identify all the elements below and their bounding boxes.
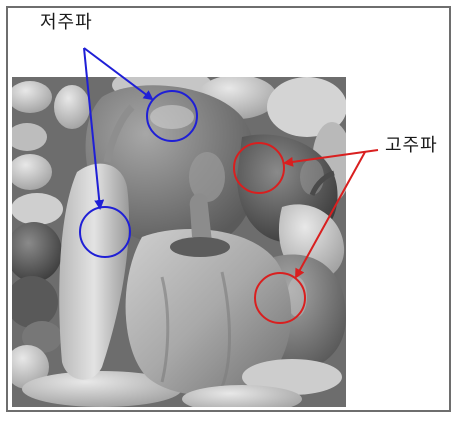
high-freq-circle-top <box>233 142 285 194</box>
low-freq-circle-chili <box>79 206 131 258</box>
high-freq-arrow-1 <box>283 149 379 167</box>
peppers-drawing <box>12 77 346 407</box>
high-freq-circle-bottom <box>254 272 306 324</box>
low-freq-arrow-2 <box>83 47 105 210</box>
peppers-photo <box>12 77 346 407</box>
high-freq-label: 고주파 <box>385 135 438 156</box>
low-freq-circle-top <box>146 90 198 142</box>
high-freq-arrow-2 <box>295 151 366 279</box>
low-freq-arrow-1 <box>83 47 154 101</box>
low-freq-label: 저주파 <box>40 12 93 33</box>
